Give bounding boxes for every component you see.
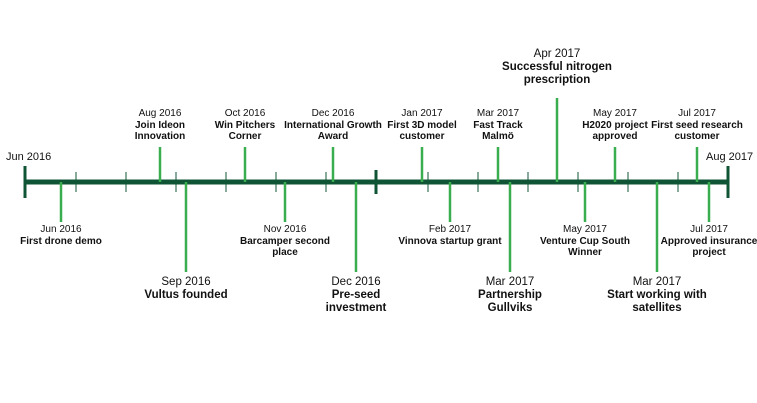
event-date: Aug 2016 <box>138 108 182 119</box>
event-date: Dec 2016 <box>331 276 381 288</box>
event-title: Venture Cup South Winner <box>540 235 630 259</box>
event-date: Jul 2017 <box>690 224 728 235</box>
event-date: Jul 2017 <box>678 108 716 119</box>
event-title: Win Pitchers Corner <box>214 119 276 143</box>
event-stems <box>59 98 711 272</box>
event-title: International Growth Award <box>284 119 382 143</box>
timeline-end-label: Aug 2017 <box>706 151 754 163</box>
event-title: Start working with satellites <box>607 289 707 315</box>
event-title: Barcamper second place <box>239 235 331 259</box>
event-title: Fast Track Malmö <box>473 119 523 143</box>
event-title: Partnership Gullviks <box>478 289 542 315</box>
event-date: Mar 2017 <box>632 276 682 288</box>
event-title: First seed research customer <box>651 119 743 143</box>
event-date: Mar 2017 <box>476 108 520 119</box>
event-date: Oct 2016 <box>224 108 266 119</box>
event-date: Apr 2017 <box>533 48 581 60</box>
event-title: Successful nitrogen prescription <box>502 61 612 87</box>
event-title: Vinnova startup grant <box>398 235 502 247</box>
timeline-ticks <box>23 166 730 198</box>
event-date: Feb 2017 <box>428 224 472 235</box>
event-title: Approved insurance project <box>660 235 757 259</box>
event-title: H2020 project approved <box>582 119 648 143</box>
event-date: Nov 2016 <box>263 224 307 235</box>
event-date: Mar 2017 <box>485 276 535 288</box>
event-date: Sep 2016 <box>161 276 211 288</box>
event-date: May 2017 <box>563 224 607 235</box>
event-title: First 3D model customer <box>387 119 457 143</box>
event-title: Vultus founded <box>144 289 228 302</box>
event-title: First drone demo <box>20 235 102 247</box>
event-date: Jan 2017 <box>401 108 443 119</box>
event-date: Dec 2016 <box>311 108 355 119</box>
event-date: May 2017 <box>593 108 637 119</box>
event-title: Pre-seed investment <box>325 289 387 315</box>
timeline-start-label: Jun 2016 <box>6 151 52 163</box>
event-date: Jun 2016 <box>40 224 82 235</box>
event-title: Join Ideon Innovation <box>134 119 186 143</box>
